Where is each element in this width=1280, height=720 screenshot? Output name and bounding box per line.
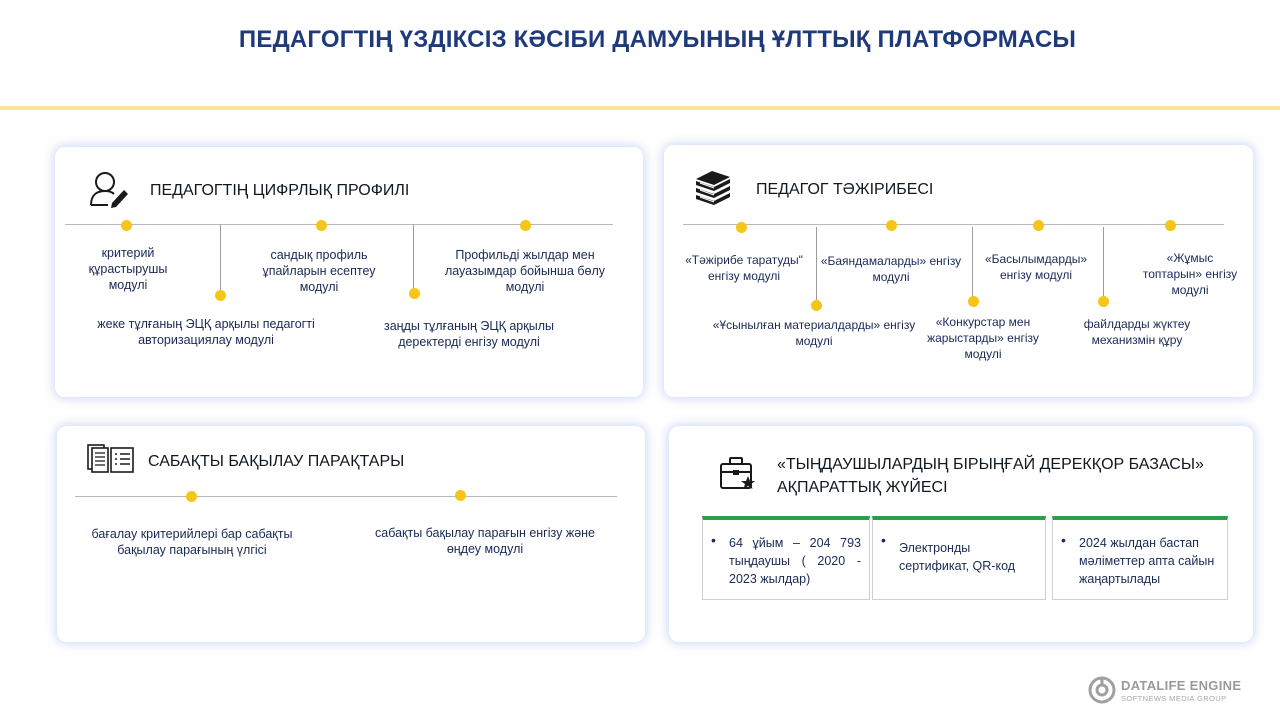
timeline-dot [409,288,420,299]
item-label: «Ұсынылған материалдарды» енгізу модулі [712,318,916,348]
item-label: файлдарды жүктеу механизмін құру [1083,317,1191,347]
timeline-dot [1165,220,1176,231]
info-box-text: Электронды сертификат, QR-код [899,541,1016,573]
page-title: ПЕДАГОГТІҢ ҮЗДІКСІЗ КӘСІБИ ДАМУЫНЫҢ ҰЛТТ… [238,26,1077,53]
item-label: сабақты бақылау парағын енгізу және өңде… [375,526,596,556]
bullet: • [1061,532,1066,548]
timeline-line [65,224,613,225]
card-listeners-database: «ТЫҢДАУШЫЛАРДЫҢ БІРЫҢҒАЙ ДЕРЕКҚОР БАЗАСЫ… [669,426,1253,642]
info-box-text: 2024 жылдан бастап мәліметтер апта сайын… [1079,536,1215,586]
timeline-dot [1033,220,1044,231]
user-edit-icon [90,172,128,208]
timeline-dot [455,490,466,501]
item-label: «Басылымдарды» енгізу модулі [984,252,1088,282]
card-title: ПЕДАГОГ ТӘЖІРИБЕСІ [756,181,934,198]
timeline-dot [886,220,897,231]
card-title-line-2: АҚПАРАТТЫҚ ЖҮЙЕСІ [777,479,948,496]
connector-line [972,227,973,298]
timeline-dot [520,220,531,231]
card-lesson-observation: САБАҚТЫ БАҚЫЛАУ ПАРАҚТАРЫ бағалау критер… [57,426,645,642]
timeline-line [75,496,617,497]
card-digital-profile: ПЕДАГОГТІҢ ЦИФРЛЫҚ ПРОФИЛІ критерий құра… [55,147,643,397]
item-label: жеке тұлғаның ЭЦҚ арқылы педагогті автор… [97,317,315,347]
briefcase-star-icon [720,457,755,489]
item-label: бағалау критерийлері бар сабақты бақылау… [91,527,293,557]
item-label: сандық профиль ұпайларын есептеу модулі [262,248,376,294]
card-title: ПЕДАГОГТІҢ ЦИФРЛЫҚ ПРОФИЛІ [150,182,410,199]
timeline-dot [1098,296,1109,307]
info-box: • Электронды сертификат, QR-код [872,516,1046,600]
item-label: критерий құрастырушы модулі [88,246,168,292]
timeline-dot [316,220,327,231]
item-label: заңды тұлғаның ЭЦҚ арқылы деректерді енг… [383,319,554,349]
timeline-dot [186,491,197,502]
connector-line [1103,227,1104,301]
watermark-name: DATALIFE ENGINE [1121,678,1242,693]
card-title-line-1: «ТЫҢДАУШЫЛАРДЫҢ БІРЫҢҒАЙ ДЕРЕКҚОР БАЗАСЫ… [777,456,1204,473]
connector-line [816,227,817,300]
timeline-dot [736,222,747,233]
timeline-dot [811,300,822,311]
timeline-dot [968,296,979,307]
timeline-dot [215,290,226,301]
info-box: • 2024 жылдан бастап мәліметтер апта сай… [1052,516,1228,600]
watermark-logo-icon [1088,676,1116,704]
info-box: • 64 ұйым – 204 793 тыңдаушы ( 2020 - 20… [702,516,870,600]
info-box-text: 64 ұйым – 204 793 тыңдаушы ( 2020 - 2023… [729,536,861,586]
title-underline [0,106,1280,110]
timeline-dot [121,220,132,231]
connector-line [413,224,414,293]
connector-line [220,224,221,290]
watermark-subtitle: SOFTNEWS MEDIA GROUP [1121,694,1227,703]
documents-icon [87,444,134,473]
item-label: «Тәжірибе таратуды" енгізу модулі [685,253,803,283]
card-title: САБАҚТЫ БАҚЫЛАУ ПАРАҚТАРЫ [148,453,405,470]
bullet: • [711,532,716,548]
item-label: «Жұмыс топтарын» енгізу модулі [1142,251,1238,297]
item-label: «Конкурстар мен жарыстарды» енгізу модул… [927,315,1039,361]
item-label: Профильді жылдар мен лауазымдар бойынша … [444,248,606,294]
bullet: • [881,532,886,548]
books-stack-icon [696,171,730,205]
timeline-line [683,224,1224,225]
card-teacher-experience: ПЕДАГОГ ТӘЖІРИБЕСІ «Тәжірибе таратуды" е… [664,145,1253,397]
item-label: «Баяндамаларды» енгізу модулі [820,254,962,284]
